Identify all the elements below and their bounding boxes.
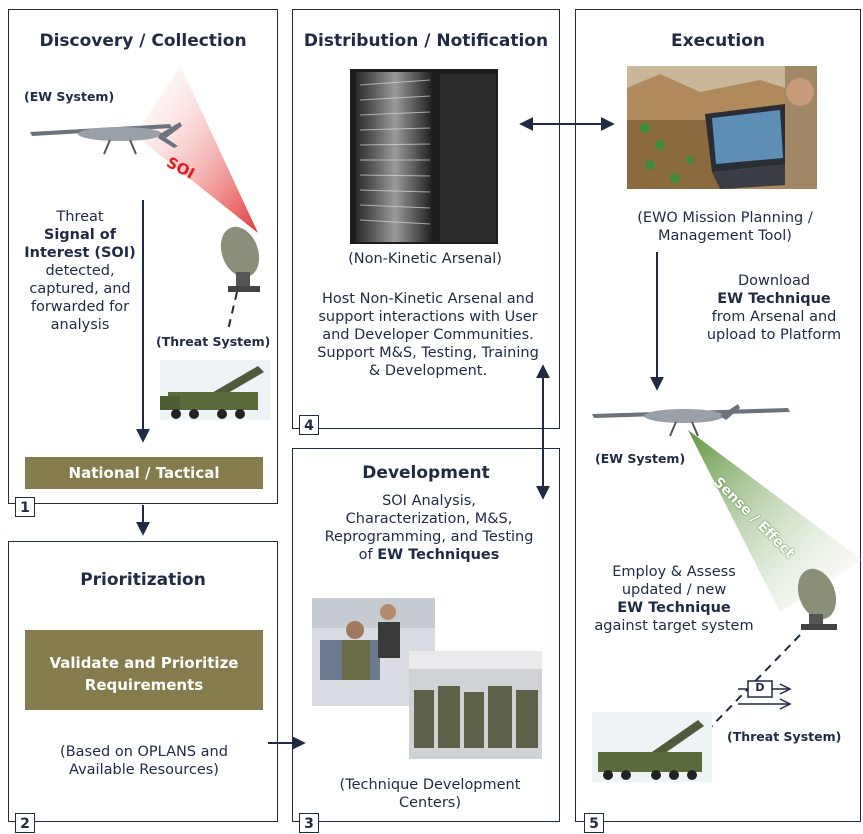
development-caption: (Technique Development Centers)	[339, 777, 521, 811]
execution-title: Execution	[670, 31, 766, 51]
arsenal-description: Host Non-Kinetic Arsenal and support int…	[317, 291, 539, 379]
d-signal-icon	[738, 680, 792, 710]
threat-system-label: (Threat System)	[156, 334, 271, 349]
employ-description: Employ & Assess updated / new EW Techniq…	[594, 563, 754, 635]
employ-text-pre: Employ & Assess updated / new	[612, 564, 736, 598]
sense-effect-beam	[688, 430, 862, 612]
distribution-title: Distribution / Notification	[303, 31, 549, 51]
prioritization-note: (Based on OPLANS and Available Resources…	[60, 744, 228, 778]
validate-prioritize-box: Validate and Prioritize Requirements	[25, 630, 263, 710]
download-text-pre: Download	[737, 273, 811, 289]
prioritization-title: Prioritization	[80, 570, 206, 590]
ew-system-label-execution: (EW System)	[595, 451, 686, 466]
development-title: Development	[362, 463, 490, 483]
development-lab-image-2	[409, 651, 542, 759]
threat-radar-icon-execution	[797, 568, 837, 630]
download-description: Download EW Technique from Arsenal and u…	[700, 272, 848, 344]
national-tactical-box: National / Tactical	[25, 457, 263, 489]
discovery-title: Discovery / Collection	[39, 31, 247, 51]
panel-number-5: 5	[584, 813, 604, 833]
development-text-pre: SOI Analysis, Characterization, M&S, Rep…	[324, 493, 534, 563]
soi-text-pre: Threat	[56, 209, 104, 225]
threat-truck-icon-execution	[592, 712, 712, 782]
ew-drone-icon-execution	[592, 404, 790, 437]
soi-text-post: detected, captured, and forwarded for an…	[29, 263, 131, 333]
threat-system-label-execution: (Threat System)	[727, 729, 842, 744]
panel-number-3: 3	[299, 813, 319, 833]
ew-drone-icon	[30, 122, 182, 155]
mission-planning-image	[627, 66, 817, 189]
development-text-bold: EW Techniques	[377, 547, 500, 563]
mission-tool-caption: (EWO Mission Planning / Management Tool)	[637, 210, 813, 244]
development-description: SOI Analysis, Characterization, M&S, Rep…	[318, 492, 540, 564]
panel-number-4: 4	[299, 415, 319, 435]
threat-radar-icon	[220, 226, 260, 292]
soi-beam	[135, 65, 258, 233]
arsenal-caption: (Non-Kinetic Arsenal)	[348, 251, 502, 267]
d-label: D	[755, 681, 765, 694]
ew-system-label: (EW System)	[24, 89, 115, 104]
employ-text-post: against target system	[594, 618, 754, 634]
employ-text-bold: EW Technique	[617, 600, 731, 616]
soi-text-bold: Signal of Interest (SOI)	[24, 227, 136, 261]
download-text-bold: EW Technique	[717, 291, 831, 307]
panel-number-2: 2	[15, 813, 35, 833]
download-text-post: from Arsenal and upload to Platform	[706, 309, 842, 343]
soi-description: Threat Signal of Interest (SOI) detected…	[22, 208, 138, 334]
threat-truck-icon	[160, 360, 270, 420]
arsenal-server-image	[350, 69, 498, 244]
panel-number-1: 1	[15, 497, 35, 517]
